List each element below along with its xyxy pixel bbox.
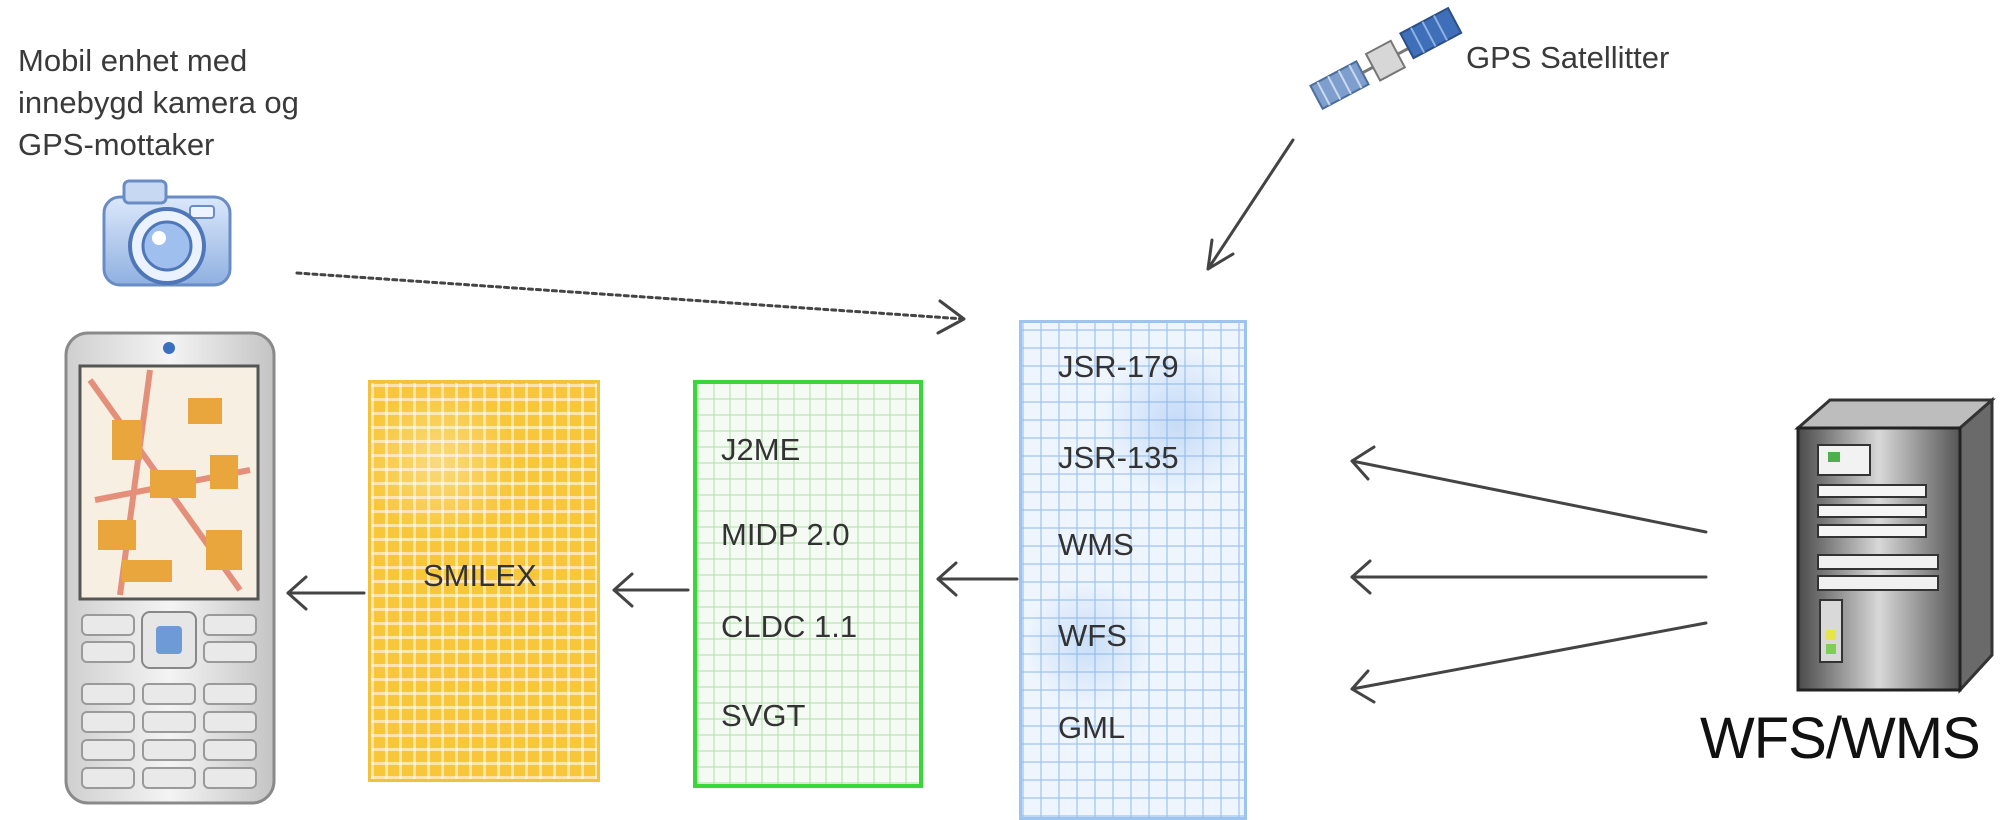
camera-icon — [102, 179, 232, 287]
platform-item-svgt: SVGT — [721, 698, 806, 733]
server-label: WFS/WMS — [1700, 706, 1981, 771]
device-caption-line-1: Mobil enhet med — [18, 43, 248, 78]
api-item-jsr135: JSR-135 — [1058, 440, 1179, 475]
satellite-to-apis-arrow — [1206, 138, 1295, 271]
api-item-gml: GML — [1058, 710, 1126, 745]
device-caption: Mobil enhet med innebygd kamera og GPS-m… — [18, 40, 299, 166]
server-to-apis-arrow-3 — [1350, 621, 1708, 704]
mobile-phone-icon — [64, 331, 276, 805]
platform-item-cldc: CLDC 1.1 — [721, 609, 858, 644]
satellite-label: GPS Satellitter — [1466, 40, 1670, 75]
server-icon — [1794, 396, 1996, 694]
api-item-wfs: WFS — [1058, 618, 1127, 653]
smilex-box: SMILEX — [368, 380, 600, 782]
platform-box: J2ME MIDP 2.0 CLDC 1.1 SVGT — [693, 380, 923, 788]
device-caption-line-2: innebygd kamera og — [18, 85, 299, 120]
apis-box: JSR-179 JSR-135 WMS WFS GML — [1019, 320, 1247, 820]
platform-to-smilex-arrow — [612, 572, 690, 608]
api-item-jsr179: JSR-179 — [1058, 349, 1179, 384]
apis-to-platform-arrow — [936, 561, 1019, 597]
platform-item-j2me: J2ME — [721, 432, 801, 467]
platform-item-midp: MIDP 2.0 — [721, 517, 850, 552]
satellite-icon — [1309, 6, 1463, 111]
smilex-label: SMILEX — [423, 558, 537, 593]
smilex-to-phone-arrow — [286, 575, 366, 611]
server-to-apis-arrow-2 — [1350, 559, 1708, 595]
camera-to-apis-arrow — [295, 271, 966, 335]
server-to-apis-arrow-1 — [1350, 445, 1708, 534]
api-item-wms: WMS — [1058, 527, 1134, 562]
device-caption-line-3: GPS-mottaker — [18, 127, 215, 162]
